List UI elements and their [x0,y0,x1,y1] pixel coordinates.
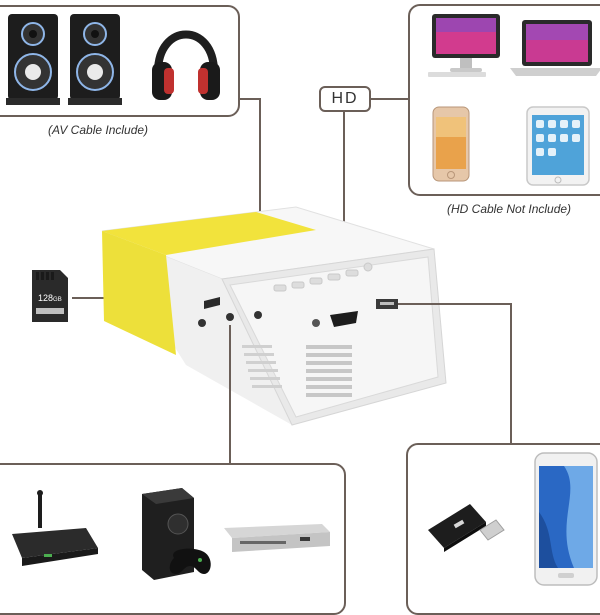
usb-flash-drive-icon [428,504,505,552]
sd-card-capacity-unit: GB [53,297,62,303]
usb-connector-v [510,303,512,443]
sd-card-capacity: 128GB [38,293,62,303]
hd-connector-h [371,98,409,100]
iphone-icon [432,106,470,182]
hd-cable-caption: (HD Cable Not Include) [447,202,572,216]
dvd-player-icon [224,524,330,552]
av-cable-caption: (AV Cable Include) [48,123,149,137]
hd-label: HD [319,86,371,112]
projector-image [101,206,447,426]
speakers-icon [6,14,122,105]
av-out-connector [229,325,231,465]
sd-card-icon [32,270,68,322]
headphones-icon [152,30,220,100]
ipad-icon [526,106,590,186]
laptop-icon [510,20,600,76]
hd-connector-v [343,112,345,304]
game-console-icon [142,488,211,580]
av-connector-v [259,98,261,318]
usb-connector-h [398,303,512,305]
sd-card-capacity-value: 128 [38,293,54,303]
tv-box-icon [12,490,98,566]
smartphone-icon [534,452,598,586]
desktop-monitor-icon [428,14,500,77]
av-connector-h [239,98,261,100]
